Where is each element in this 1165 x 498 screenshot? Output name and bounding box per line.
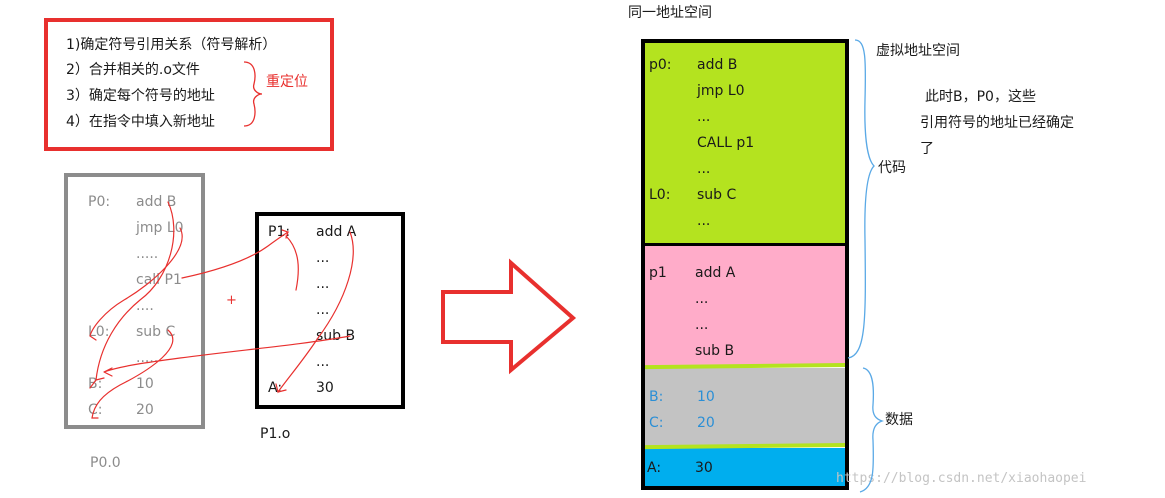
mem-p0-code-3: CALL p1 [697, 135, 755, 151]
watermark: https://blog.csdn.net/xiaohaopei [836, 471, 1087, 486]
mem-p0-code-2: ... [697, 109, 711, 125]
virtual-space-label: 虚拟地址空间 [876, 43, 960, 59]
p1-code-1: ... [316, 250, 330, 266]
step-1: 1)确定符号引用关系（符号解析） [66, 37, 277, 53]
p1-code-0: add A [316, 224, 357, 240]
p0-code-2: ..... [136, 246, 159, 262]
memory-title: 同一地址空间 [628, 5, 712, 21]
segment-p1-code [645, 246, 845, 366]
code-brace-icon [847, 39, 875, 359]
code-label: 代码 [878, 160, 906, 176]
mem-p1-code-3: sub B [695, 343, 735, 359]
mem-p1-code-2: ... [695, 317, 709, 333]
memory-column [641, 39, 849, 490]
mem-data-label-0: B: [649, 389, 664, 405]
mem-data-label-1: C: [649, 415, 664, 431]
p0-code-1: jmp L0 [136, 220, 184, 236]
data-brace-icon [859, 367, 885, 493]
mem-a-code: 30 [695, 460, 713, 476]
link-p1-dots [285, 235, 299, 291]
p0-code-8: 20 [136, 402, 154, 418]
p1-code-2: ... [316, 276, 330, 292]
p1-object-box [255, 212, 405, 409]
merge-arrow-icon [441, 258, 577, 375]
mem-data-code-0: 10 [697, 389, 715, 405]
step-3: 3）确定每个符号的地址 [66, 88, 215, 104]
link-add-a [275, 231, 354, 394]
p0-label-8: C: [88, 402, 103, 418]
data-label: 数据 [885, 412, 913, 428]
p1-code-3: ... [316, 302, 330, 318]
mem-p1-label-0: p1 [649, 265, 667, 281]
mem-p1-code-1: ... [695, 291, 709, 307]
relocation-brace-icon [243, 61, 263, 127]
relocation-links [89, 201, 354, 419]
mem-p0-label-5: L0: [649, 187, 671, 203]
mem-a-label: A: [647, 460, 662, 476]
mem-p0-code-4: ... [697, 161, 711, 177]
mem-p0-code-1: jmp L0 [697, 83, 745, 99]
p1-caption: P1.o [260, 426, 291, 442]
link-sub-b [103, 335, 351, 377]
link-sub-c [91, 329, 174, 419]
plus-sign: + [226, 293, 237, 308]
linking-steps-box [44, 18, 334, 151]
step-2: 2）合并相关的.o文件 [66, 62, 200, 78]
p1-label-0: P1: [268, 224, 291, 240]
p0-code-0: add B [136, 194, 177, 210]
note-line-1: 此时B，P0，这些 [925, 89, 1036, 105]
step-4: 4）在指令中填入新地址 [66, 114, 215, 130]
segment-p0-code [645, 43, 845, 246]
p1-code-6: 30 [316, 380, 334, 396]
p0-code-7: 10 [136, 376, 154, 392]
link-add-b [89, 201, 175, 389]
p0-code-5: sub C [136, 324, 176, 340]
segment-data [645, 368, 845, 446]
mem-p0-code-6: ... [697, 213, 711, 229]
mem-p0-code-0: add B [697, 57, 738, 73]
mem-p1-code-0: add A [695, 265, 736, 281]
mem-data-code-1: 20 [697, 415, 715, 431]
mem-p0-code-5: sub C [697, 187, 737, 203]
p0-label-7: B: [88, 376, 103, 392]
link-call-p1 [181, 229, 290, 279]
mem-p0-label-0: p0: [649, 57, 672, 73]
relocation-label: 重定位 [266, 74, 308, 90]
p1-code-5: ... [316, 354, 330, 370]
note-line-2: 引用符号的地址已经确定 [920, 115, 1074, 131]
p0-label-0: P0: [88, 194, 111, 210]
p0-object-box [64, 173, 205, 429]
p0-caption: P0.0 [90, 455, 121, 471]
p0-code-4: .... [136, 298, 154, 314]
note-line-3: 了 [920, 141, 934, 157]
segment-a [645, 448, 845, 486]
link-jmp-l0 [89, 227, 183, 341]
